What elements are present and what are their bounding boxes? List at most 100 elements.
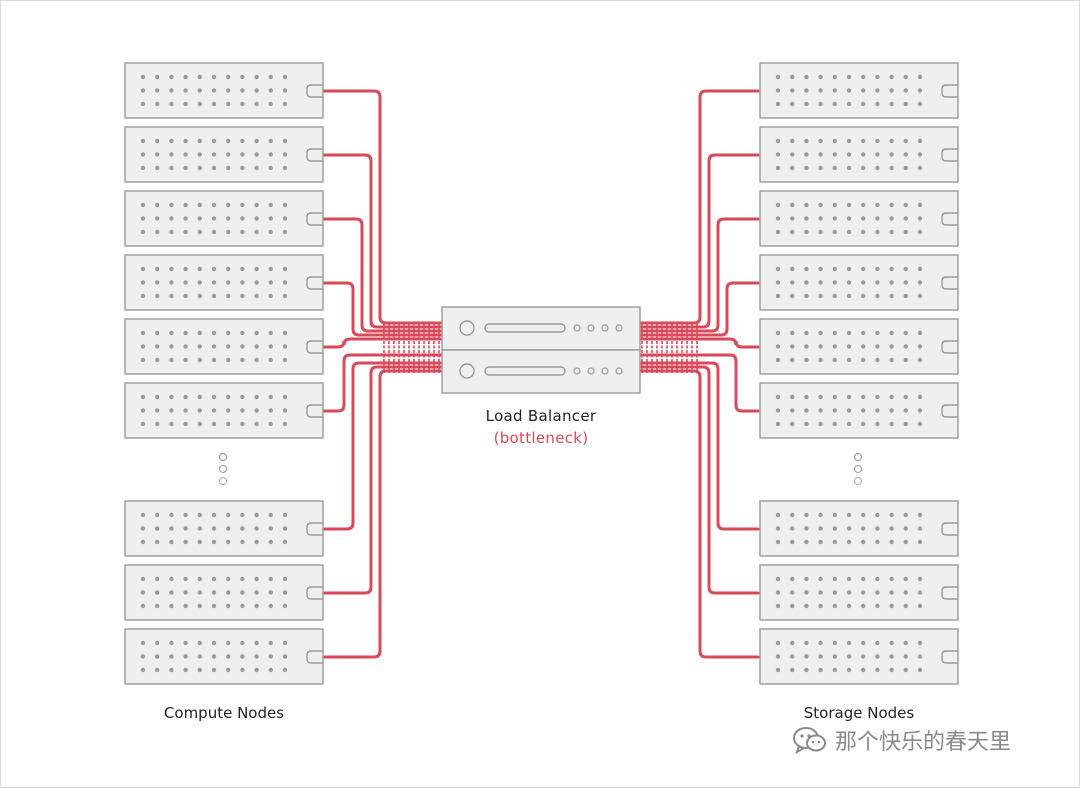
vent-dot: [889, 667, 894, 673]
vent-dot: [240, 654, 245, 659]
vent-dot: [140, 539, 146, 545]
vent-dot: [140, 394, 146, 400]
vent-dot: [169, 344, 174, 349]
vent-dot: [861, 590, 866, 595]
vent-dot: [775, 202, 781, 208]
vent-dot: [240, 357, 245, 363]
vent-dot: [861, 640, 866, 646]
vent-dot: [889, 216, 894, 221]
vent-dot: [169, 152, 174, 157]
vent-dot: [183, 576, 188, 582]
vent-dot: [917, 202, 923, 208]
vent-dot: [861, 421, 866, 427]
vent-dot: [818, 280, 823, 285]
vent-dot: [197, 216, 202, 221]
vent-dot: [226, 344, 231, 349]
vent-dot: [254, 74, 259, 80]
vent-dot: [155, 357, 160, 363]
vent-dot: [183, 202, 188, 208]
vent-dot: [155, 101, 160, 107]
vent-dot: [268, 138, 273, 144]
vent-dot: [268, 266, 273, 272]
vent-dot: [861, 512, 866, 518]
vent-dot: [254, 101, 259, 107]
vent-dot: [889, 526, 894, 531]
server-vents: [775, 138, 923, 171]
vent-dot: [240, 394, 245, 400]
vent-dot: [268, 88, 273, 93]
storage-server: [759, 62, 959, 119]
vent-dot: [818, 394, 823, 400]
vent-dot: [211, 266, 217, 272]
vent-dot: [790, 88, 795, 93]
vent-dot: [282, 101, 288, 107]
compute-cable: [321, 217, 444, 333]
vent-dot: [917, 640, 923, 646]
vent-dot: [889, 280, 894, 285]
vent-dot: [861, 344, 866, 349]
vent-dot: [875, 280, 880, 285]
vent-dot: [775, 512, 781, 518]
vent-dot: [875, 330, 880, 336]
vent-dot: [790, 216, 795, 221]
storage-cable: [638, 89, 760, 325]
vent-dot: [903, 667, 908, 673]
server-chassis: [124, 500, 324, 557]
storage-cable: [638, 217, 760, 333]
vent-dot: [818, 293, 823, 299]
vent-dot: [917, 667, 923, 673]
vent-dot: [903, 576, 908, 582]
compute-cable: [321, 281, 444, 337]
vent-dot: [282, 88, 288, 93]
server-chassis: [759, 628, 959, 685]
vent-dot: [169, 640, 174, 646]
bottleneck-note: (bottleneck): [493, 429, 589, 447]
vent-dot: [140, 357, 146, 363]
vent-dot: [775, 330, 781, 336]
vent-dot: [155, 603, 160, 609]
vent-dot: [846, 293, 852, 299]
vent-dot: [903, 74, 908, 80]
compute-rack: [124, 62, 324, 685]
vent-dot: [226, 74, 231, 80]
lb-chassis: [441, 349, 641, 394]
vent-dot: [861, 74, 866, 80]
vent-dot: [254, 603, 259, 609]
vent-dot: [211, 293, 217, 299]
vent-dot: [254, 280, 259, 285]
vent-dot: [889, 640, 894, 646]
vent-dot: [155, 539, 160, 545]
vent-dot: [226, 88, 231, 93]
vent-dot: [889, 165, 894, 171]
vent-dot: [211, 394, 217, 400]
storage-cable: [638, 337, 760, 349]
load-balancer-unit: [441, 349, 641, 394]
vent-dot: [775, 539, 781, 545]
port-tab: [941, 212, 958, 226]
vent-dot: [211, 202, 217, 208]
vent-dot: [861, 539, 866, 545]
vent-dot: [197, 101, 202, 107]
vent-dot: [169, 408, 174, 413]
vent-dot: [155, 512, 160, 518]
server-vents: [140, 266, 288, 299]
vent-dot: [846, 526, 852, 531]
vent-dot: [183, 603, 188, 609]
vent-dot: [282, 293, 288, 299]
vent-dot: [889, 74, 894, 80]
vent-dot: [790, 576, 795, 582]
vent-dot: [155, 421, 160, 427]
vent-dot: [155, 266, 160, 272]
vent-dot: [268, 667, 273, 673]
port-tab: [941, 404, 958, 418]
server-vents: [775, 74, 923, 107]
compute-cable-bundle: [383, 323, 440, 373]
vent-dot: [846, 101, 852, 107]
vent-dot: [140, 330, 146, 336]
vent-dot: [917, 293, 923, 299]
vent-dot: [861, 88, 866, 93]
vent-dot: [169, 101, 174, 107]
vent-dot: [197, 344, 202, 349]
storage-server: [759, 564, 959, 621]
